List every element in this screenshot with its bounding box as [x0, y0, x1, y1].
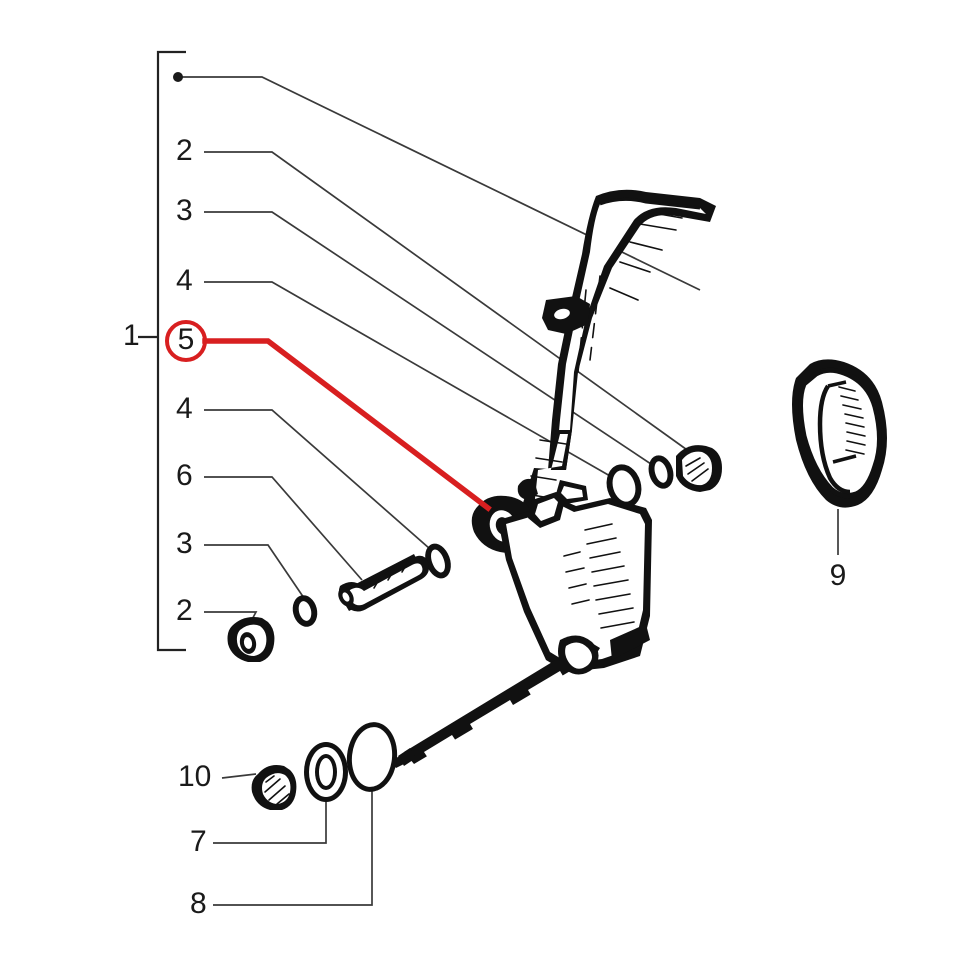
part-5-pedal-shaft	[392, 635, 600, 768]
part-2-upper-bushing	[676, 445, 722, 492]
part-3-upper-ring	[648, 455, 674, 489]
callout-5-highlight-circle	[165, 320, 207, 362]
assembly-bracket	[138, 50, 186, 652]
leader-line-3-upper	[204, 211, 661, 471]
part-10-end-bushing	[251, 765, 297, 810]
leader-line-8	[213, 788, 373, 906]
callout-label-4-lower[interactable]: 4	[176, 392, 193, 425]
part-7-flat-washer	[304, 742, 348, 802]
part-2-lower-bushing	[227, 617, 275, 662]
leader-line-7	[213, 795, 327, 844]
leader-dot-pedal-body	[173, 72, 183, 82]
bracket-spine	[156, 50, 186, 652]
callout-label-1[interactable]: 1	[123, 319, 140, 352]
leader-line-2-upper	[204, 151, 691, 453]
callout-label-9[interactable]: 9	[830, 559, 847, 592]
callout-label-7[interactable]: 7	[190, 825, 207, 858]
callout-label-2-lower[interactable]: 2	[176, 594, 193, 627]
callout-label-2-upper[interactable]: 2	[176, 134, 193, 167]
callout-label-6[interactable]: 6	[176, 459, 193, 492]
leader-line-pedal-body	[178, 76, 701, 291]
callout-label-10[interactable]: 10	[178, 760, 211, 793]
part-5-pedal-lever	[392, 189, 716, 768]
leader-line-5-highlighted	[202, 338, 492, 512]
part-8-retaining-ring	[346, 722, 398, 792]
callout-label-5[interactable]: 5	[178, 323, 195, 356]
part-4-lower-washer	[425, 543, 451, 579]
leader-line-3-lower	[204, 544, 307, 602]
part-4-upper-washer	[606, 464, 642, 508]
part-6-pivot-pin	[338, 554, 429, 612]
part-3-lower-ring	[292, 595, 318, 627]
callout-label-3-upper[interactable]: 3	[176, 194, 193, 227]
leader-line-10	[221, 773, 257, 779]
callout-labels: 1 2 3 4 5 4 6 3 2 9 10 7 8	[123, 134, 846, 920]
callout-label-4-upper[interactable]: 4	[176, 264, 193, 297]
leader-line-4-lower	[204, 409, 439, 557]
highlight-group	[165, 320, 492, 512]
callout-label-8[interactable]: 8	[190, 887, 207, 920]
leader-lines	[173, 72, 839, 906]
part-9-pedal-rubber-cover	[792, 359, 887, 508]
leader-line-6	[204, 476, 363, 581]
leader-line-4-upper	[204, 281, 625, 485]
callout-label-3-lower[interactable]: 3	[176, 527, 193, 560]
